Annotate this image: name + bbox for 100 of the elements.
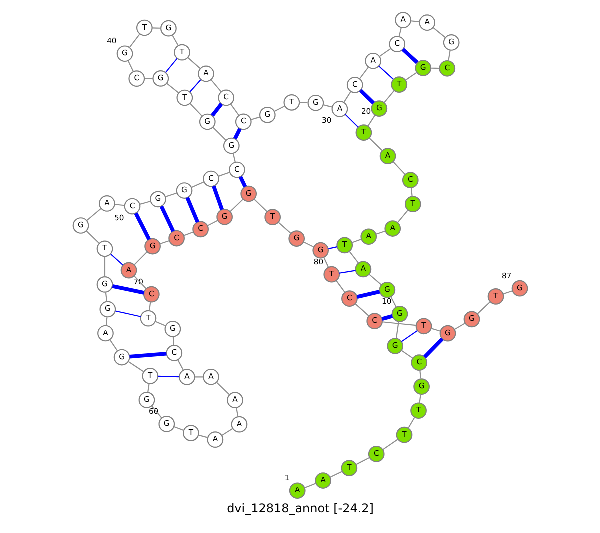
connector [476, 302, 490, 315]
connector [232, 153, 236, 163]
connector [207, 220, 218, 226]
connector [112, 284, 144, 295]
connector [198, 434, 208, 438]
connector [236, 408, 238, 418]
connector [330, 471, 342, 478]
connector [250, 116, 260, 120]
connector [212, 127, 226, 141]
connector [344, 114, 358, 128]
connector [410, 20, 420, 23]
connector [299, 102, 308, 104]
connector [352, 239, 362, 244]
connector [212, 186, 224, 210]
connector [230, 104, 239, 116]
connector [368, 138, 382, 152]
connector [390, 296, 396, 308]
connector [378, 66, 394, 80]
connector [152, 28, 160, 29]
connector [322, 104, 332, 108]
connector [367, 115, 376, 127]
connector [368, 274, 382, 286]
connector [359, 67, 368, 80]
connector [418, 394, 421, 404]
connector [410, 188, 412, 197]
connector [430, 328, 440, 332]
connector [147, 384, 150, 392]
connector [128, 34, 140, 48]
connector [104, 292, 108, 302]
caption: dvi_12818_annot [-24.2] [226, 501, 374, 516]
connector [336, 280, 345, 293]
connector [278, 222, 291, 234]
connector [134, 252, 148, 266]
connector [354, 304, 369, 317]
connector [128, 61, 134, 72]
connector [381, 314, 393, 322]
connector [395, 322, 399, 339]
connector [328, 246, 337, 250]
connector [400, 350, 413, 359]
connector [392, 162, 406, 176]
connector [189, 80, 201, 92]
connector [185, 197, 200, 224]
connector [158, 376, 179, 378]
connector [172, 35, 178, 46]
connector [154, 321, 166, 327]
connector [303, 242, 314, 248]
connector [218, 172, 230, 177]
connector [448, 50, 450, 62]
connector [86, 230, 100, 244]
connector [110, 254, 123, 266]
connector [230, 198, 244, 212]
connector [431, 68, 440, 70]
connector [400, 330, 418, 342]
connector [343, 91, 351, 103]
connector [356, 290, 380, 299]
connector [139, 201, 150, 205]
connector [358, 89, 375, 105]
connector [304, 483, 316, 489]
connector [454, 322, 465, 330]
connector [405, 72, 417, 81]
connector [254, 199, 268, 212]
connector [184, 232, 194, 236]
connector [233, 128, 242, 140]
connector [378, 48, 391, 58]
connector [105, 318, 108, 326]
connector [165, 192, 177, 198]
connector [166, 83, 179, 94]
connector [173, 426, 184, 432]
connector [194, 376, 203, 378]
connector [164, 58, 178, 74]
connector [432, 27, 446, 38]
connector [238, 176, 247, 188]
connector [423, 338, 444, 359]
connector [134, 276, 146, 290]
connector [397, 210, 408, 223]
connector [114, 204, 124, 206]
connector [160, 240, 170, 244]
connector [376, 230, 386, 235]
connector [128, 361, 144, 372]
connector [382, 439, 398, 450]
connector [323, 257, 329, 268]
connector [134, 212, 150, 240]
connector [151, 406, 162, 419]
connector [348, 251, 359, 264]
connector [221, 428, 233, 436]
connector [407, 417, 415, 429]
connector [384, 90, 394, 104]
connector [104, 256, 106, 277]
connector [398, 28, 402, 37]
connector [189, 103, 202, 117]
connector [210, 102, 223, 117]
connector [216, 382, 230, 396]
connector [86, 208, 101, 222]
connector [159, 206, 175, 232]
connector [419, 370, 422, 379]
connector [401, 48, 418, 64]
connector [191, 182, 204, 188]
connector [210, 80, 222, 92]
connector [148, 302, 151, 312]
connector [172, 336, 174, 346]
